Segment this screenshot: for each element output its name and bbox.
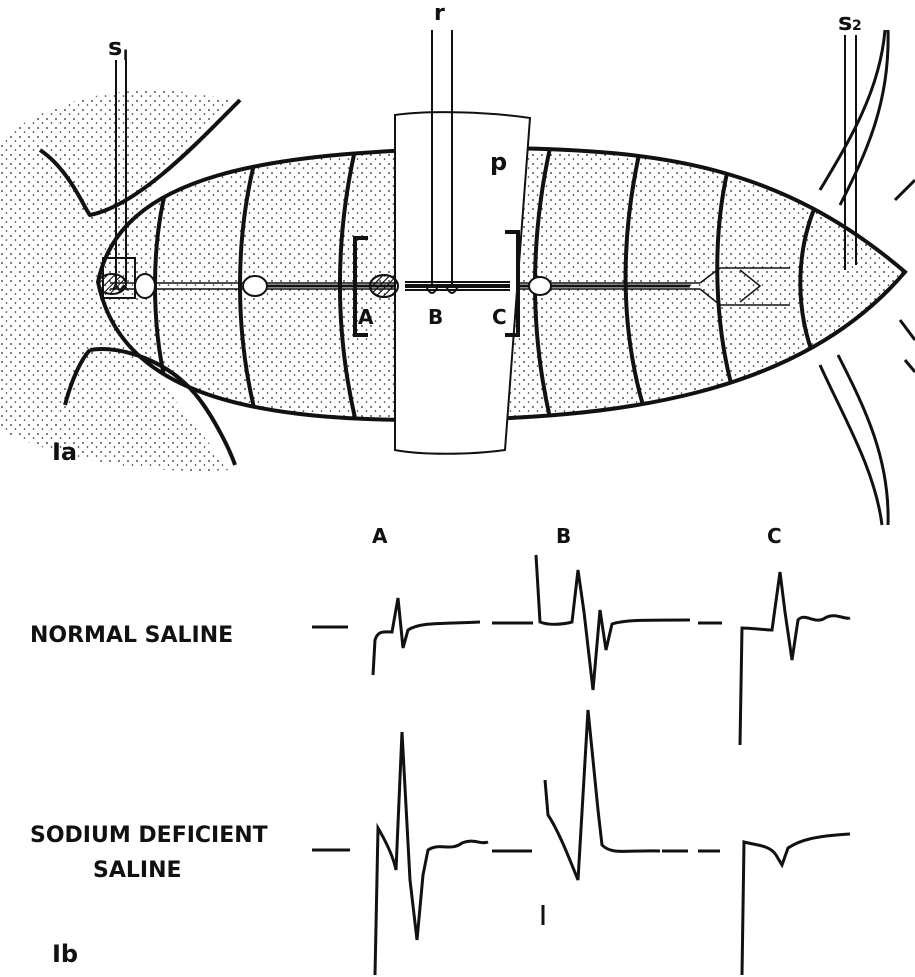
normal-saline-traces — [312, 555, 850, 745]
point-c: C — [492, 305, 507, 329]
label-s2-sub: 2 — [852, 18, 862, 34]
label-s1: s — [108, 33, 122, 61]
column-b: B — [556, 524, 571, 548]
column-a: A — [372, 524, 388, 548]
trace-sodium-c — [742, 834, 850, 975]
label-s2: s — [838, 8, 852, 36]
trace-normal-b — [536, 555, 690, 690]
panel-b-label: Ib — [52, 940, 78, 968]
panel-a-label: Ia — [52, 438, 77, 466]
trace-sodium-a — [375, 732, 488, 975]
cockroach-diagram: s I r s 2 p A B C Ia — [0, 1, 915, 525]
trace-normal-c — [740, 572, 850, 745]
label-p: p — [490, 148, 507, 176]
label-r: r — [434, 1, 445, 26]
row-sodium-label-1: SODIUM DEFICIENT — [30, 823, 268, 848]
row-normal-label: NORMAL SALINE — [30, 623, 233, 648]
point-a: A — [358, 305, 374, 329]
recordings-panel: A B C NORMAL SALINE SODIUM DEFICIENT SAL… — [30, 524, 850, 975]
row-sodium-label-2: SALINE — [93, 858, 182, 883]
label-s1-sub: I — [123, 48, 128, 64]
trace-sodium-b — [545, 710, 660, 880]
trace-normal-a — [373, 598, 480, 675]
point-b: B — [428, 305, 443, 329]
column-c: C — [767, 524, 782, 548]
sodium-deficient-traces — [312, 710, 850, 975]
